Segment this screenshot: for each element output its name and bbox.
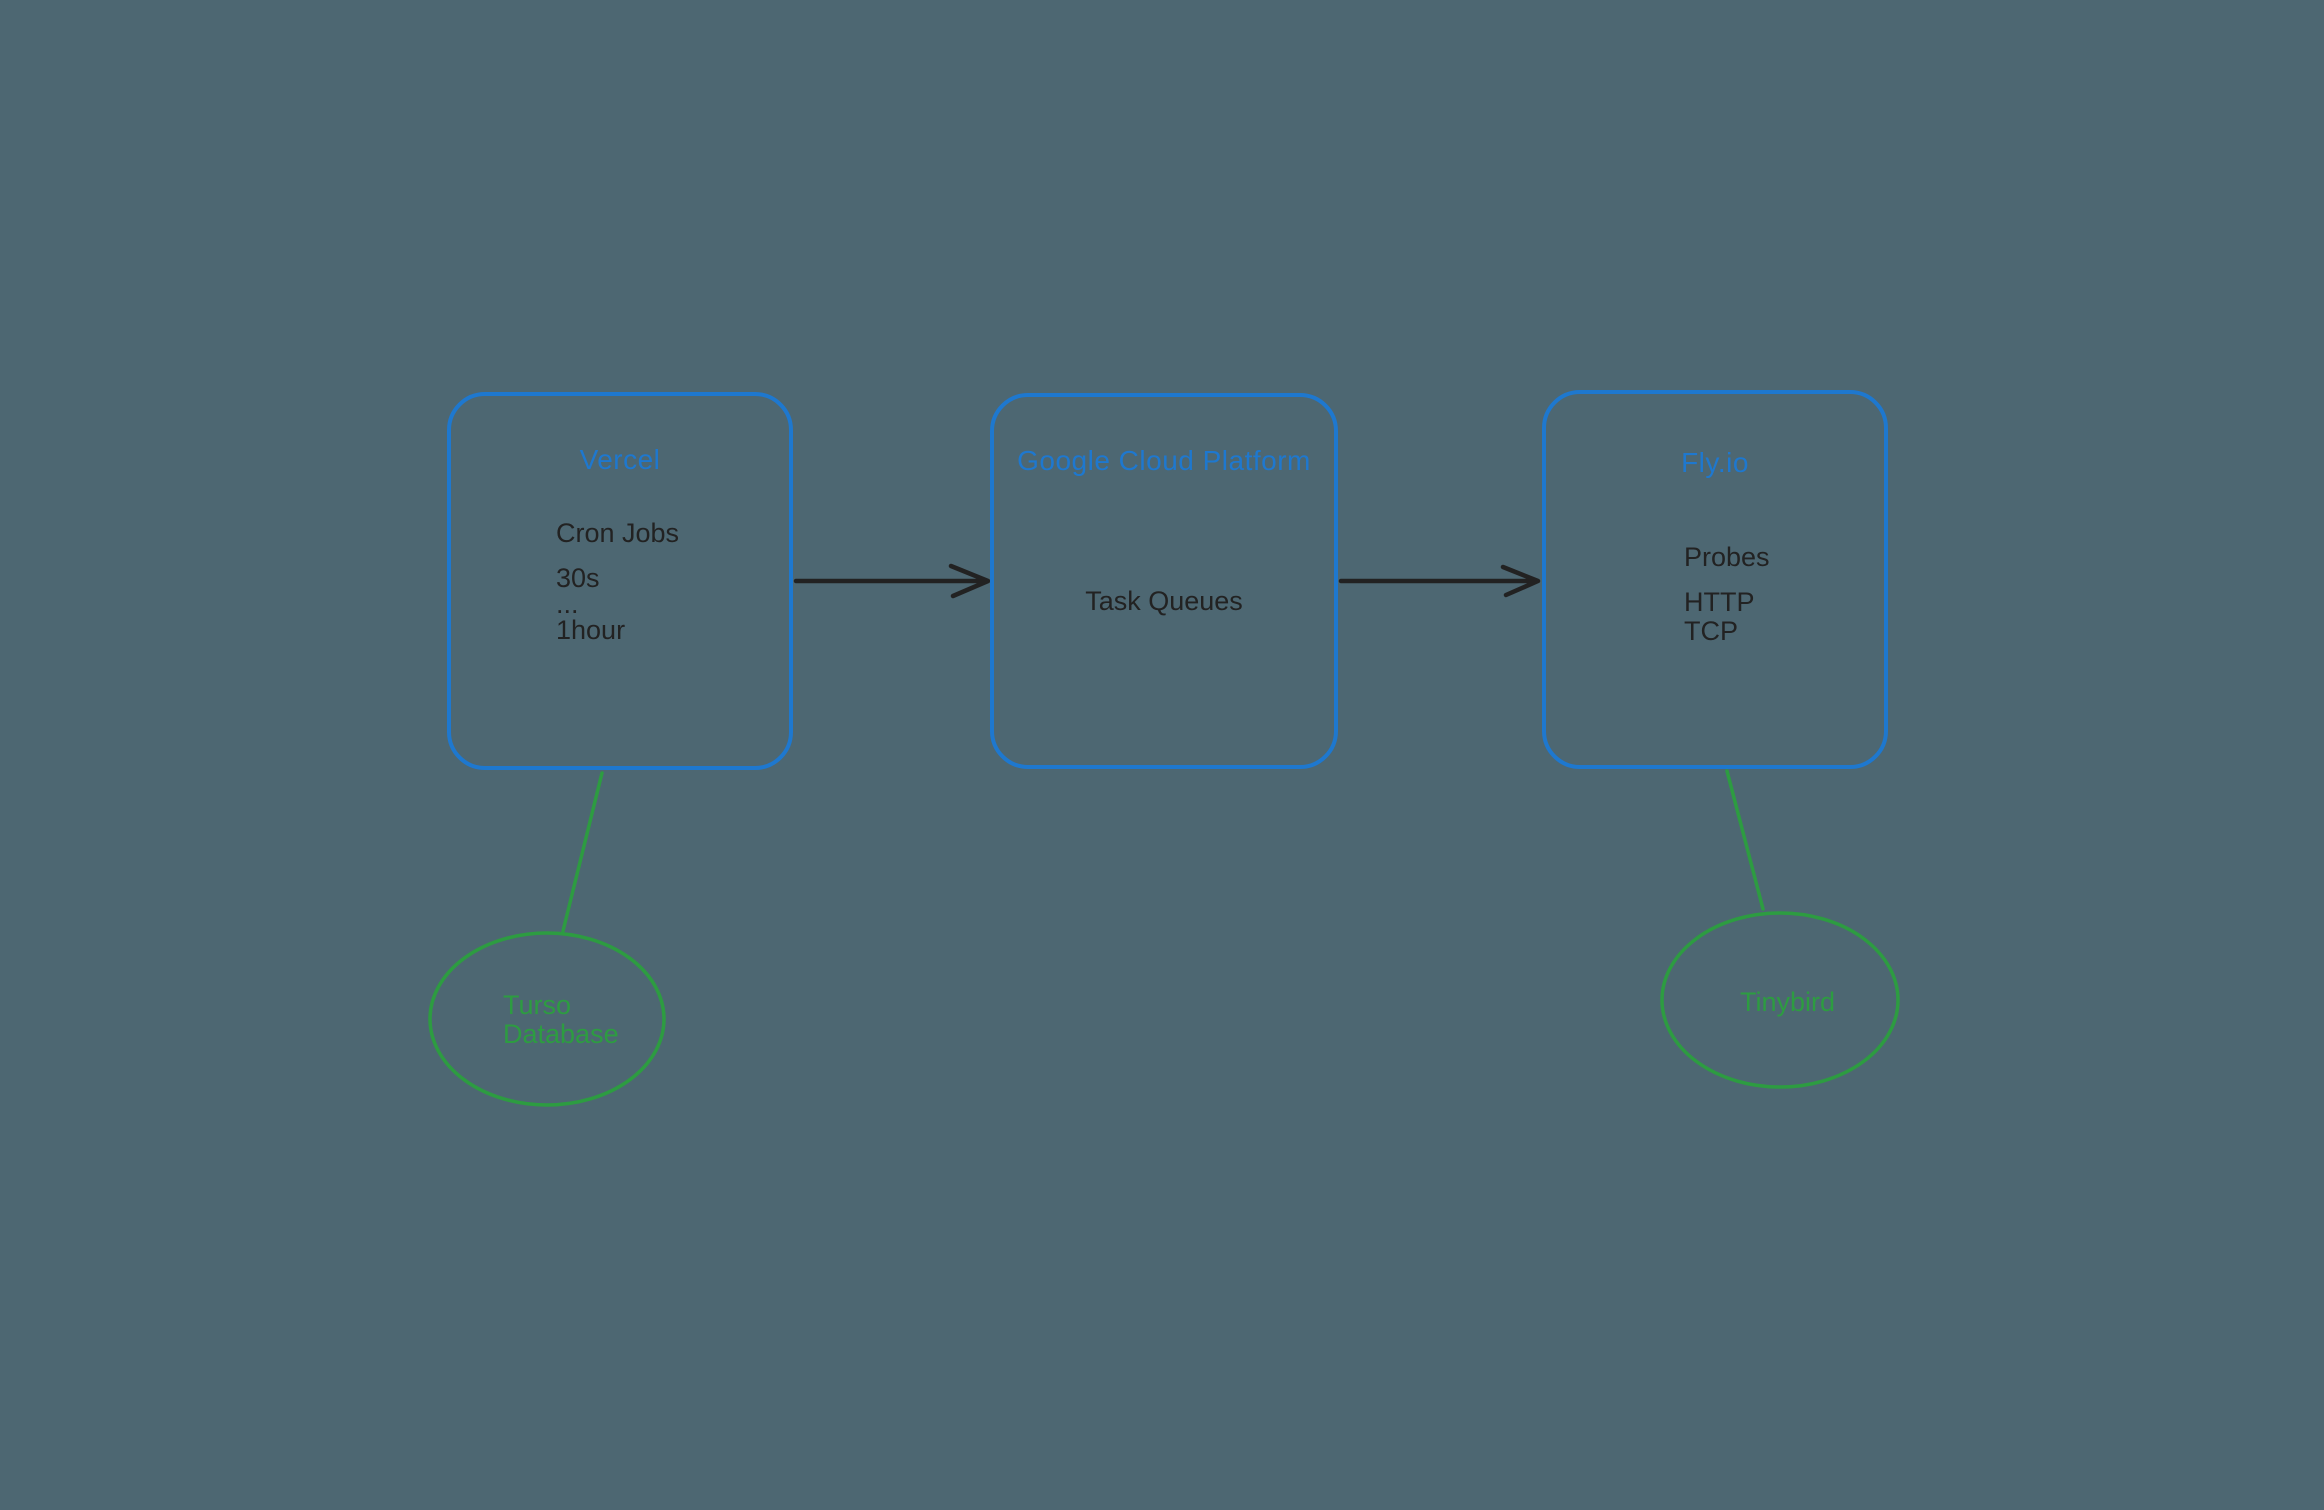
node-fly-io[interactable]: Fly.io Probes HTTP TCP — [1542, 390, 1888, 769]
node-title-fly: Fly.io — [1681, 447, 1749, 478]
label-line: Database — [503, 1019, 619, 1049]
ellipse-tinybird[interactable] — [1660, 911, 1900, 1089]
line-vercel-to-turso[interactable] — [561, 771, 604, 933]
node-vercel[interactable]: Vercel Cron Jobs 30s ... 1hour — [447, 392, 793, 770]
protocol-line: HTTP — [1684, 587, 1755, 617]
node-google-cloud-platform[interactable]: Google Cloud Platform Task Queues — [990, 393, 1338, 769]
line-fly-to-tinybird[interactable] — [1725, 769, 1765, 911]
ellipse-turso-database[interactable] — [428, 931, 666, 1107]
arrow-vercel-to-gcp[interactable] — [793, 563, 991, 599]
arrow-gcp-to-fly[interactable] — [1338, 564, 1541, 598]
node-text-cron-jobs: Cron Jobs — [556, 518, 680, 548]
ellipse-label-tinybird: Tinybird — [1740, 988, 1835, 1017]
node-title-gcp: Google Cloud Platform — [1017, 445, 1311, 476]
ellipse-label-turso-database: Turso Database — [503, 991, 619, 1049]
label-line: Turso — [503, 990, 572, 1020]
node-text-task-queues: Task Queues — [1085, 586, 1243, 616]
interval-line: 1hour — [556, 615, 626, 645]
node-title-vercel: Vercel — [579, 444, 661, 475]
protocol-line: TCP — [1684, 616, 1738, 646]
label-line: Tinybird — [1740, 987, 1836, 1017]
node-text-probes: Probes — [1684, 542, 1770, 572]
interval-line: ... — [556, 589, 579, 619]
interval-line: 30s — [556, 563, 600, 593]
node-text-intervals: 30s ... 1hour — [556, 563, 626, 645]
node-text-protocols: HTTP TCP — [1684, 588, 1755, 646]
